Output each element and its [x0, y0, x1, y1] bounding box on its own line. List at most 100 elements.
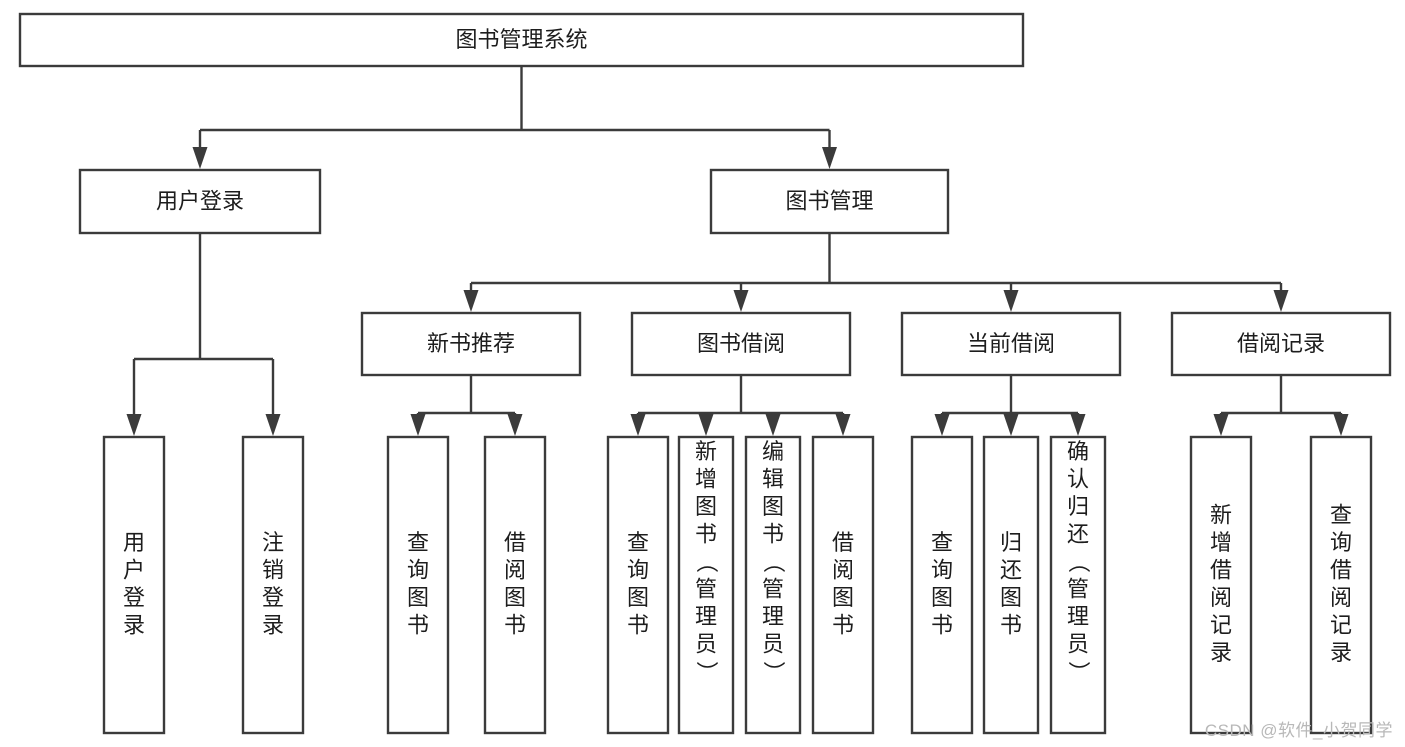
node-box	[677, 435, 735, 735]
arrow-head	[410, 414, 426, 436]
node-label-char: 还	[1000, 558, 1022, 583]
node-box	[982, 435, 1040, 735]
node-label-char: 查	[407, 530, 429, 555]
arrow-head	[934, 414, 950, 436]
arrow-head	[835, 414, 851, 436]
arrow-head	[463, 290, 479, 312]
node-label-char: 编	[762, 439, 784, 464]
node-label-char: 新	[1210, 503, 1232, 528]
edge-group-book-manage	[463, 233, 1289, 312]
node-label-char: 阅	[504, 558, 526, 583]
arrow-head	[822, 147, 837, 169]
node-label-char: 管	[1067, 577, 1089, 602]
arrow-head	[1003, 290, 1019, 312]
node-label-char: 管	[695, 577, 717, 602]
node-book-manage[interactable]: 图书管理	[709, 168, 950, 235]
node-root[interactable]: 图书管理系统	[18, 12, 1025, 68]
node-label-char: 确	[1067, 439, 1089, 464]
node-new-book-recommend[interactable]: 新书推荐	[360, 311, 582, 377]
node-label-char: 图	[1000, 585, 1022, 610]
node-label-char: 新	[695, 439, 717, 464]
node-label-char: 理	[695, 604, 717, 629]
arrow-head	[1213, 414, 1229, 436]
node-label-char: （	[761, 551, 786, 573]
node-label-char: 增	[1210, 530, 1232, 555]
arrow-head	[192, 147, 208, 169]
node-box	[1049, 435, 1107, 735]
node-label-char: 户	[123, 558, 145, 583]
node-current-borrow[interactable]: 当前借阅	[900, 311, 1122, 377]
node-label-char: 查	[1330, 503, 1352, 528]
node-label-char: ）	[694, 661, 719, 683]
node-box	[78, 168, 322, 235]
node-label-char: 理	[1067, 604, 1089, 629]
edge-group-book-borrow	[630, 375, 851, 436]
edge-group-root	[192, 66, 837, 169]
node-label-char: 询	[627, 558, 649, 583]
node-box	[1309, 435, 1373, 735]
arrow-head	[1333, 414, 1349, 436]
node-box	[241, 435, 305, 735]
arrow-head	[1003, 414, 1019, 436]
node-label-char: 记	[1210, 613, 1232, 638]
node-label-char: 录	[262, 613, 284, 638]
node-label-char: 图	[695, 494, 717, 519]
arrow-head	[765, 414, 781, 436]
node-label-char: 书	[407, 613, 429, 638]
node-label-char: 管	[762, 577, 784, 602]
node-label-char: 归	[1000, 530, 1022, 555]
node-label: 图书管理系统	[455, 27, 587, 52]
node-label-char: 书	[695, 522, 717, 547]
node-user-login[interactable]: 用户登录	[78, 168, 322, 235]
node-label-char: 理	[762, 604, 784, 629]
node-label-char: 借	[504, 530, 526, 555]
node-label-char: 借	[1210, 558, 1232, 583]
node-leaf-user-login[interactable]: 用户登录	[102, 435, 166, 735]
edge-group-borrow-record	[1213, 375, 1349, 436]
node-label-char: 登	[262, 585, 284, 610]
node-label-char: 归	[1067, 494, 1089, 519]
node-label-char: 记	[1330, 613, 1352, 638]
node-box	[709, 168, 950, 235]
node-label-char: （	[694, 551, 719, 573]
node-book-borrow[interactable]: 图书借阅	[630, 311, 852, 377]
node-label-char: 借	[1330, 558, 1352, 583]
node-label-char: 阅	[1210, 585, 1232, 610]
node-label-char: 询	[931, 558, 953, 583]
node-label-char: 员	[695, 632, 717, 657]
node-label-char: 查	[627, 530, 649, 555]
node-label: 新书推荐	[427, 331, 515, 356]
node-box	[18, 12, 1025, 68]
node-label-char: ）	[1066, 661, 1091, 683]
arrow-head	[507, 414, 523, 436]
node-borrow-record[interactable]: 借阅记录	[1170, 311, 1392, 377]
node-label-char: 图	[627, 585, 649, 610]
node-label-char: 书	[504, 613, 526, 638]
node-label-char: 借	[832, 530, 854, 555]
node-label-char: 录	[123, 613, 145, 638]
node-label-char: 图	[762, 494, 784, 519]
node-label-char: 录	[1210, 640, 1232, 665]
edge-group-current-borrow	[934, 375, 1086, 436]
node-label-char: 图	[407, 585, 429, 610]
node-label-char: 注	[262, 530, 284, 555]
node-label-char: 书	[832, 613, 854, 638]
node-label-char: 用	[123, 530, 145, 555]
node-label-char: 图	[504, 585, 526, 610]
connector-edges	[126, 66, 1349, 436]
node-label-char: （	[1066, 551, 1091, 573]
node-label: 用户登录	[156, 188, 244, 213]
